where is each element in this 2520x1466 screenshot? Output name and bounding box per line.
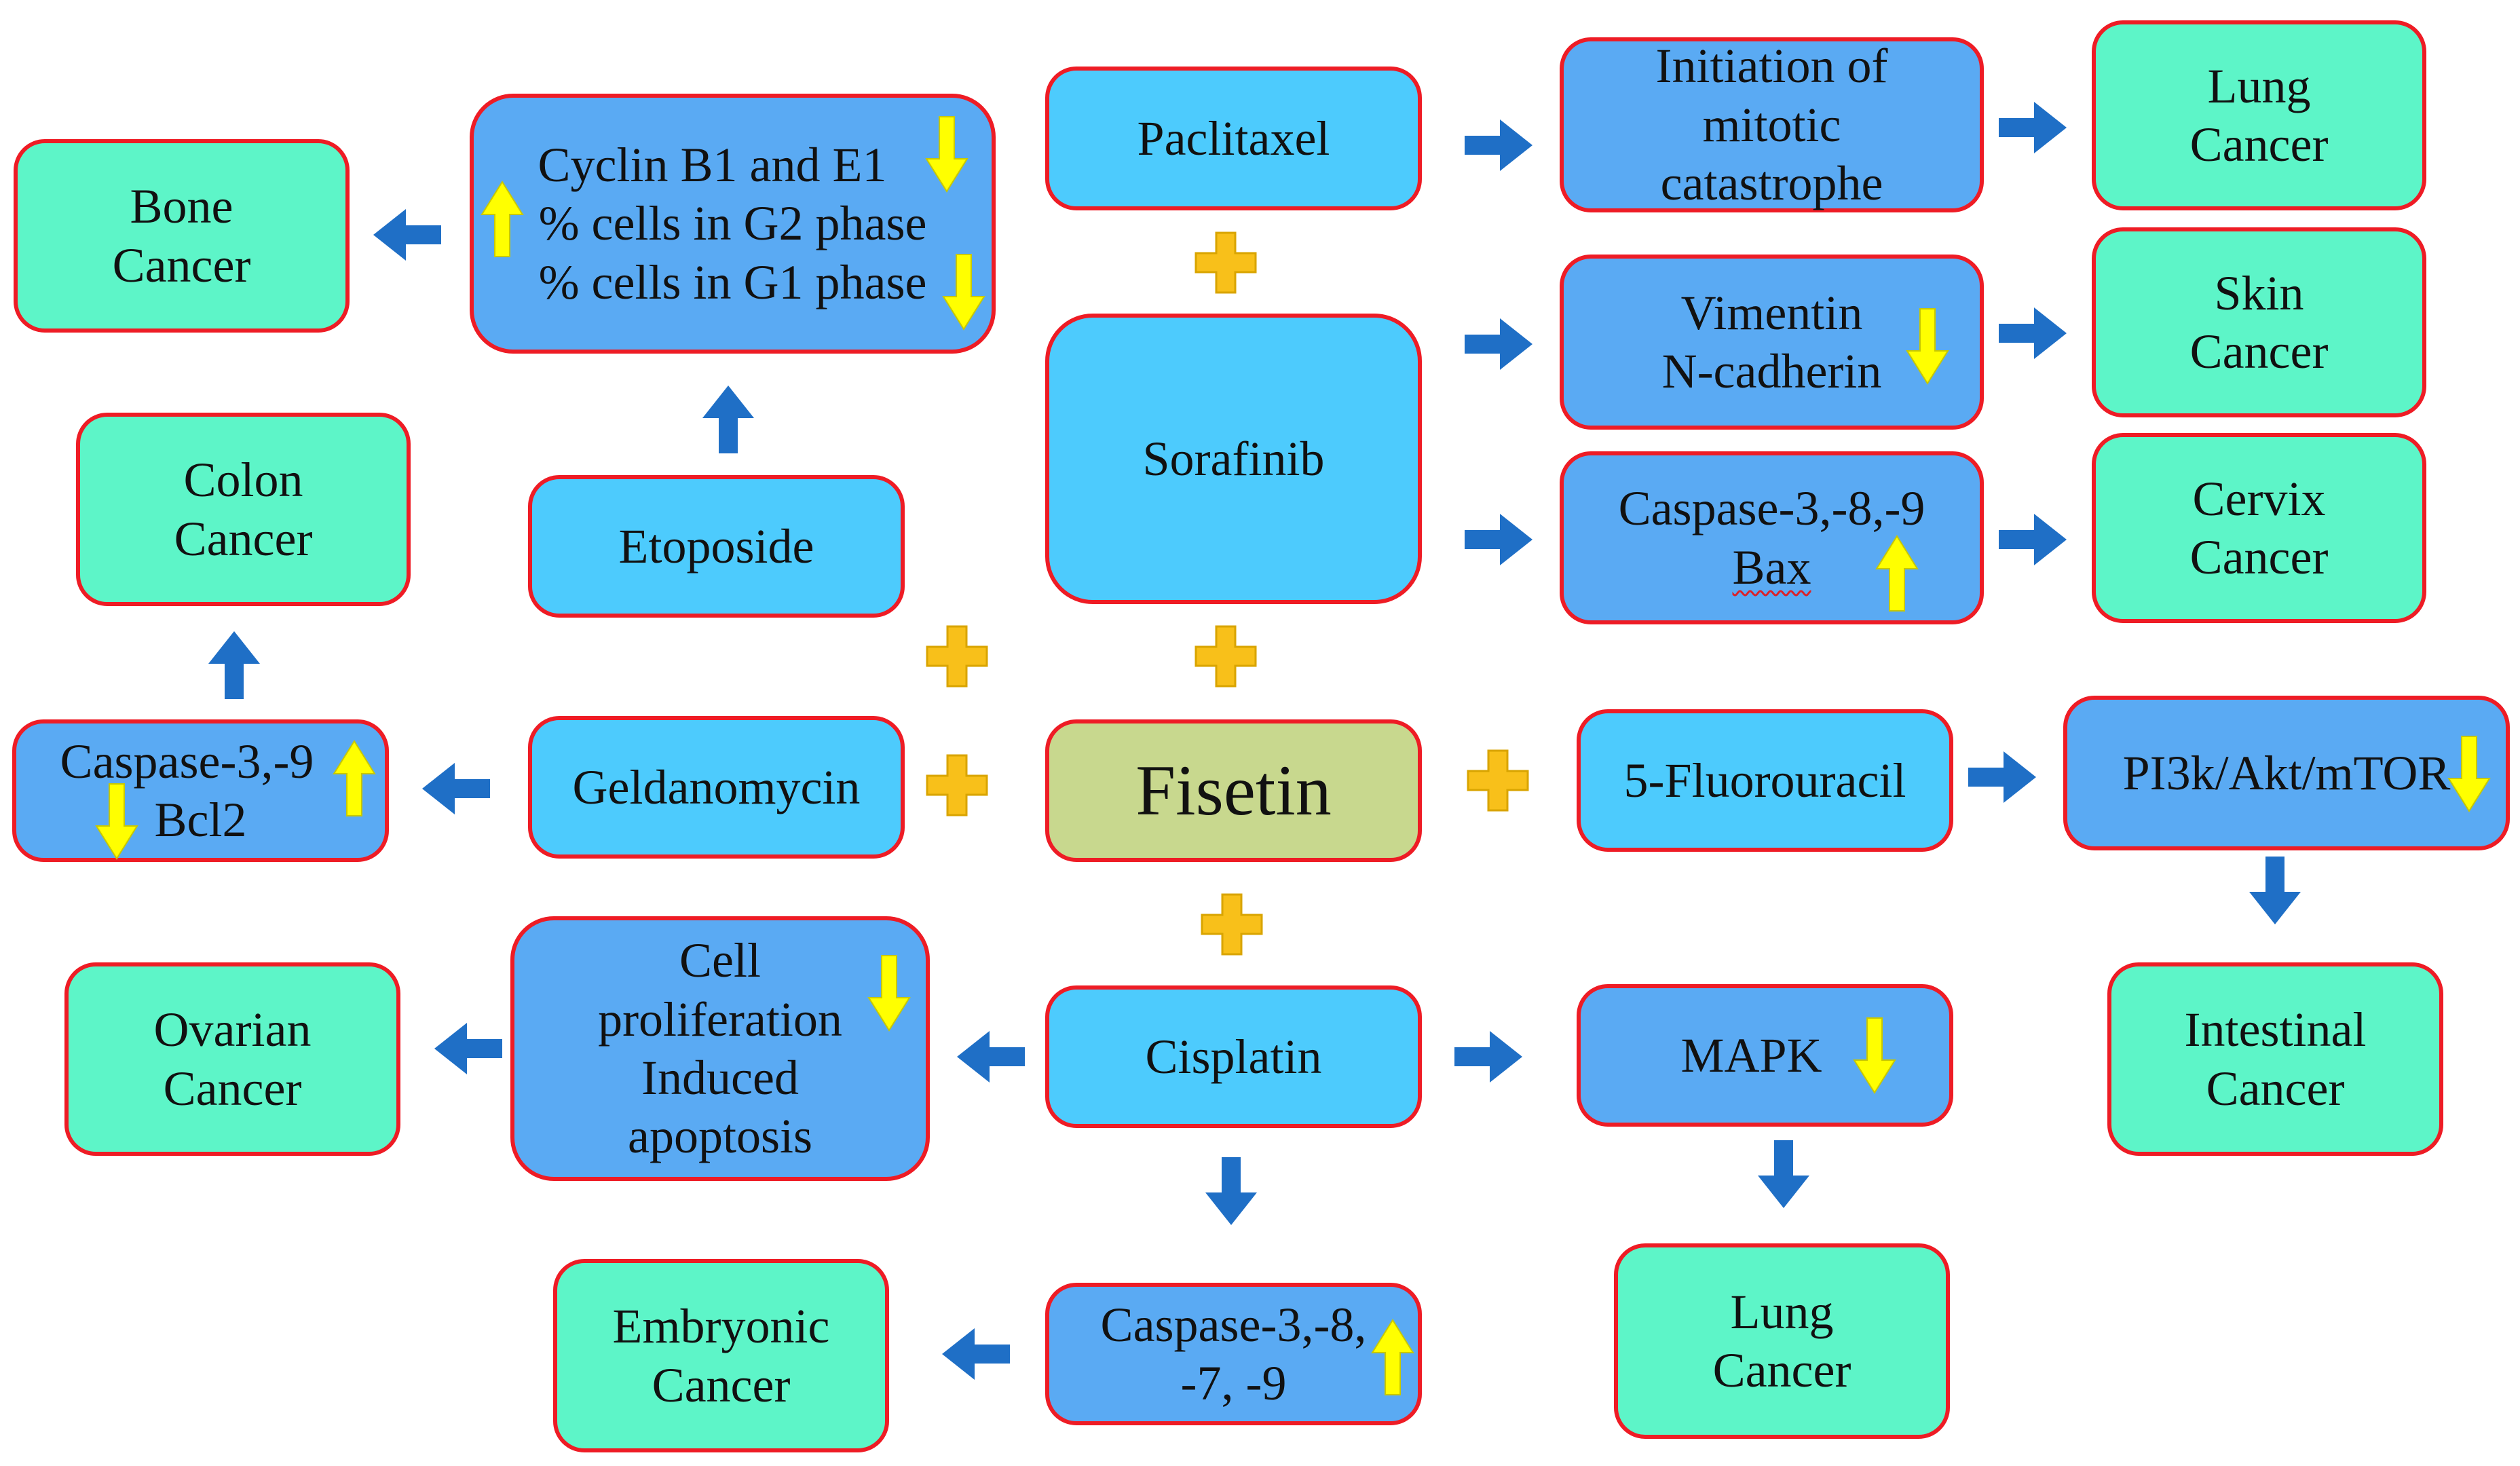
effect-label: Cyclin B1 and E1 xyxy=(538,137,887,192)
mapk-effect-box: MAPK xyxy=(1577,984,1953,1127)
flow-arrow-icon xyxy=(1465,119,1532,171)
bone-cancer-box: Bone Cancer xyxy=(14,139,350,333)
cancer-label: Cervix xyxy=(2192,471,2326,526)
cancer-label: Ovarian xyxy=(153,1002,312,1057)
plus-icon xyxy=(1467,749,1529,812)
effect-label: Bax xyxy=(1732,540,1811,595)
cancer-label: Cancer xyxy=(2206,1061,2345,1116)
effect-label: N-cadherin xyxy=(1661,344,1882,398)
effect-label: PI3k/Akt/mTOR xyxy=(2122,745,2451,800)
drug-label: Geldanomycin xyxy=(572,759,861,814)
plus-icon xyxy=(1201,893,1263,956)
effect-label: Vimentin xyxy=(1680,285,1863,340)
effect-label: MAPK xyxy=(1680,1028,1822,1083)
cancer-label: Lung xyxy=(2207,58,2311,113)
flow-arrow-icon xyxy=(373,209,441,261)
caspase-bcl2-effect-box: Caspase-3,-9 Bcl2 xyxy=(12,719,389,862)
flow-arrow-icon xyxy=(1968,751,2036,803)
cancer-label: Cancer xyxy=(2189,530,2329,584)
plus-icon xyxy=(926,754,988,816)
proliferation-effect-box: Cell proliferation Induced apoptosis xyxy=(510,916,930,1181)
effect-label: proliferation xyxy=(598,992,842,1047)
colon-cancer-box: Colon Cancer xyxy=(76,413,411,606)
caspase-cisplatin-effect-box: Caspase-3,-8, -7, -9 xyxy=(1045,1283,1422,1425)
flow-arrow-icon xyxy=(942,1328,1010,1380)
flow-arrow-icon xyxy=(1999,307,2067,359)
cancer-label: Colon xyxy=(183,453,303,508)
effect-label: Caspase-3,-8, xyxy=(1100,1297,1367,1352)
cancer-label: Cancer xyxy=(2189,117,2329,172)
embryonic-cancer-box: Embryonic Cancer xyxy=(553,1259,889,1452)
mitotic-effect-box: Initiation of mitotic catastrophe xyxy=(1560,37,1984,212)
flow-arrow-icon xyxy=(422,763,490,814)
effect-label: mitotic xyxy=(1702,97,1841,152)
drug-label: Sorafinib xyxy=(1142,431,1325,486)
lung-cancer-box: Lung Cancer xyxy=(2092,20,2426,210)
cisplatin-box: Cisplatin xyxy=(1045,985,1422,1128)
cancer-label: Cancer xyxy=(163,1061,302,1116)
effect-label: apoptosis xyxy=(627,1109,812,1164)
fisetin-label: Fisetin xyxy=(1135,751,1332,831)
sorafinib-box: Sorafinib xyxy=(1045,314,1422,604)
flow-arrow-icon xyxy=(957,1031,1025,1083)
effect-label: Cell xyxy=(679,933,761,988)
cancer-label: Cancer xyxy=(174,511,313,566)
flow-arrow-icon xyxy=(208,631,260,699)
drug-label: Paclitaxel xyxy=(1137,111,1330,166)
effect-label: % cells in G2 phase xyxy=(538,196,927,251)
flow-arrow-icon xyxy=(702,386,754,453)
caspase-bax-effect-box: Caspase-3,-8,-9 Bax xyxy=(1560,451,1984,624)
effect-label: -7, -9 xyxy=(1180,1356,1287,1410)
skin-cancer-box: Skin Cancer xyxy=(2092,227,2426,417)
cancer-label: Intestinal xyxy=(2184,1002,2367,1057)
fisetin-box: Fisetin xyxy=(1045,719,1422,862)
flow-arrow-icon xyxy=(1999,514,2067,565)
cancer-label: Lung xyxy=(1730,1284,1834,1339)
etoposide-box: Etoposide xyxy=(528,475,905,618)
pi3k-effect-box: PI3k/Akt/mTOR xyxy=(2063,696,2510,850)
cancer-label: Bone xyxy=(130,179,233,234)
effect-label: Bcl2 xyxy=(154,793,247,847)
lung-cancer-box: Lung Cancer xyxy=(1614,1243,1950,1439)
flow-arrow-icon xyxy=(1465,318,1532,370)
drug-label: Etoposide xyxy=(618,519,814,574)
flow-arrow-icon xyxy=(1465,514,1532,565)
drug-label: Cisplatin xyxy=(1145,1029,1322,1084)
cancer-label: Skin xyxy=(2214,265,2304,320)
cancer-label: Embryonic xyxy=(612,1299,830,1354)
fluorouracil-box: 5-Fluorouracil xyxy=(1577,709,1953,852)
paclitaxel-box: Paclitaxel xyxy=(1045,67,1422,210)
cyclin-effect-box: Cyclin B1 and E1 % cells in G2 phase % c… xyxy=(470,94,996,354)
effect-label: Induced xyxy=(641,1051,799,1105)
effect-label: % cells in G1 phase xyxy=(538,255,927,309)
drug-label: 5-Fluorouracil xyxy=(1623,753,1906,808)
flow-arrow-icon xyxy=(1205,1157,1257,1225)
plus-icon xyxy=(926,625,988,688)
cervix-cancer-box: Cervix Cancer xyxy=(2092,433,2426,623)
vimentin-effect-box: Vimentin N-cadherin xyxy=(1560,255,1984,430)
flow-arrow-icon xyxy=(2249,857,2301,924)
effect-label: Initiation of xyxy=(1655,39,1888,94)
ovarian-cancer-box: Ovarian Cancer xyxy=(64,962,400,1156)
flow-arrow-icon xyxy=(434,1023,502,1074)
effect-label: Caspase-3,-9 xyxy=(60,734,314,789)
flow-arrow-icon xyxy=(1758,1140,1809,1208)
effect-label: Caspase-3,-8,-9 xyxy=(1618,481,1925,536)
plus-icon xyxy=(1195,625,1257,688)
flow-arrow-icon xyxy=(1454,1031,1522,1083)
cancer-label: Cancer xyxy=(652,1357,791,1412)
flow-arrow-icon xyxy=(1999,102,2067,153)
cancer-label: Cancer xyxy=(112,238,251,293)
cancer-label: Cancer xyxy=(1712,1343,1851,1397)
cancer-label: Cancer xyxy=(2189,324,2329,379)
geldanomycin-box: Geldanomycin xyxy=(528,716,905,859)
plus-icon xyxy=(1195,231,1257,294)
intestinal-cancer-box: Intestinal Cancer xyxy=(2107,962,2443,1156)
effect-label: catastrophe xyxy=(1660,156,1883,211)
